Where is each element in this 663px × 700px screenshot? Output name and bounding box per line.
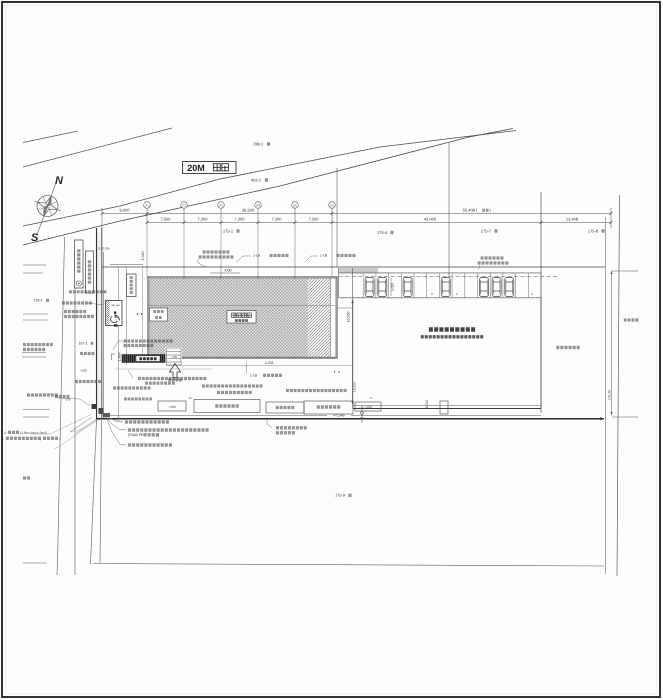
svg-text:): ) (490, 208, 492, 213)
svg-text:X4: X4 (256, 204, 260, 208)
svg-text:-: - (3, 437, 4, 441)
svg-text:20: 20 (188, 396, 192, 400)
svg-text:5,000: 5,000 (391, 283, 395, 291)
svg-text:1,900: 1,900 (118, 353, 122, 362)
svg-text:-47,546-: -47,546- (332, 414, 346, 418)
svg-text:42,000: 42,000 (424, 217, 437, 222)
svg-text:7,200: 7,200 (308, 217, 319, 222)
svg-text:175-1: 175-1 (223, 229, 234, 234)
svg-text:175-26: 175-26 (608, 390, 612, 400)
svg-text:17: 17 (369, 396, 373, 400)
svg-text:55,408 (: 55,408 ( (463, 208, 478, 213)
svg-text:175-4: 175-4 (377, 230, 388, 235)
svg-text:7,500: 7,500 (160, 217, 171, 222)
svg-text:): ) (158, 433, 159, 437)
svg-text:+100: +100 (364, 405, 371, 409)
svg-text:167-1: 167-1 (79, 342, 88, 346)
svg-text:175-7: 175-7 (481, 229, 492, 234)
svg-text:7,200: 7,200 (197, 217, 208, 222)
svg-text:U: U (4, 431, 7, 435)
svg-text:7,200: 7,200 (271, 217, 282, 222)
svg-text:1-1B: 1-1B (320, 254, 328, 258)
svg-text:(D300 PE: (D300 PE (128, 433, 144, 437)
svg-text:X5: X5 (293, 204, 297, 208)
svg-text:(1,5m×1m×1,5m2): (1,5m×1m×1,5m2) (20, 431, 47, 435)
svg-text:16,500: 16,500 (347, 312, 351, 323)
svg-text:X1: X1 (145, 204, 149, 208)
svg-text:+100: +100 (168, 405, 175, 409)
svg-text:): ) (59, 437, 60, 441)
svg-text:175-8: 175-8 (588, 229, 599, 234)
svg-text:1-1B: 1-1B (253, 254, 261, 258)
svg-text:1,040: 1,040 (141, 252, 145, 261)
svg-text:N: N (55, 175, 64, 187)
svg-text:-4,258-: -4,258- (264, 361, 275, 365)
svg-text:+100: +100 (171, 355, 178, 359)
svg-text:16,100: 16,100 (353, 382, 357, 392)
svg-text:7,200: 7,200 (234, 217, 245, 222)
svg-text:20M: 20M (187, 163, 205, 173)
svg-text:(: ( (40, 437, 42, 441)
svg-text:X2: X2 (182, 204, 186, 208)
svg-text:+100: +100 (79, 369, 86, 373)
svg-text:1-1B: 1-1B (250, 374, 258, 378)
svg-text:13,408: 13,408 (566, 217, 579, 222)
svg-text:X3: X3 (219, 204, 223, 208)
svg-text:X6: X6 (330, 204, 334, 208)
svg-text:175-1: 175-1 (33, 299, 42, 303)
svg-text:1.5~2.5%: 1.5~2.5% (96, 247, 110, 251)
svg-text:4,00: 4,00 (225, 269, 232, 273)
svg-text:175: 175 (66, 398, 71, 402)
svg-text:788-1: 788-1 (253, 142, 264, 147)
svg-text:9,000: 9,000 (119, 208, 130, 213)
svg-text:402-1: 402-1 (251, 178, 262, 183)
svg-text:6,000: 6,000 (425, 400, 429, 409)
svg-text:S: S (31, 232, 39, 244)
svg-text:36,300: 36,300 (242, 208, 255, 213)
svg-text:175-9: 175-9 (335, 494, 345, 498)
